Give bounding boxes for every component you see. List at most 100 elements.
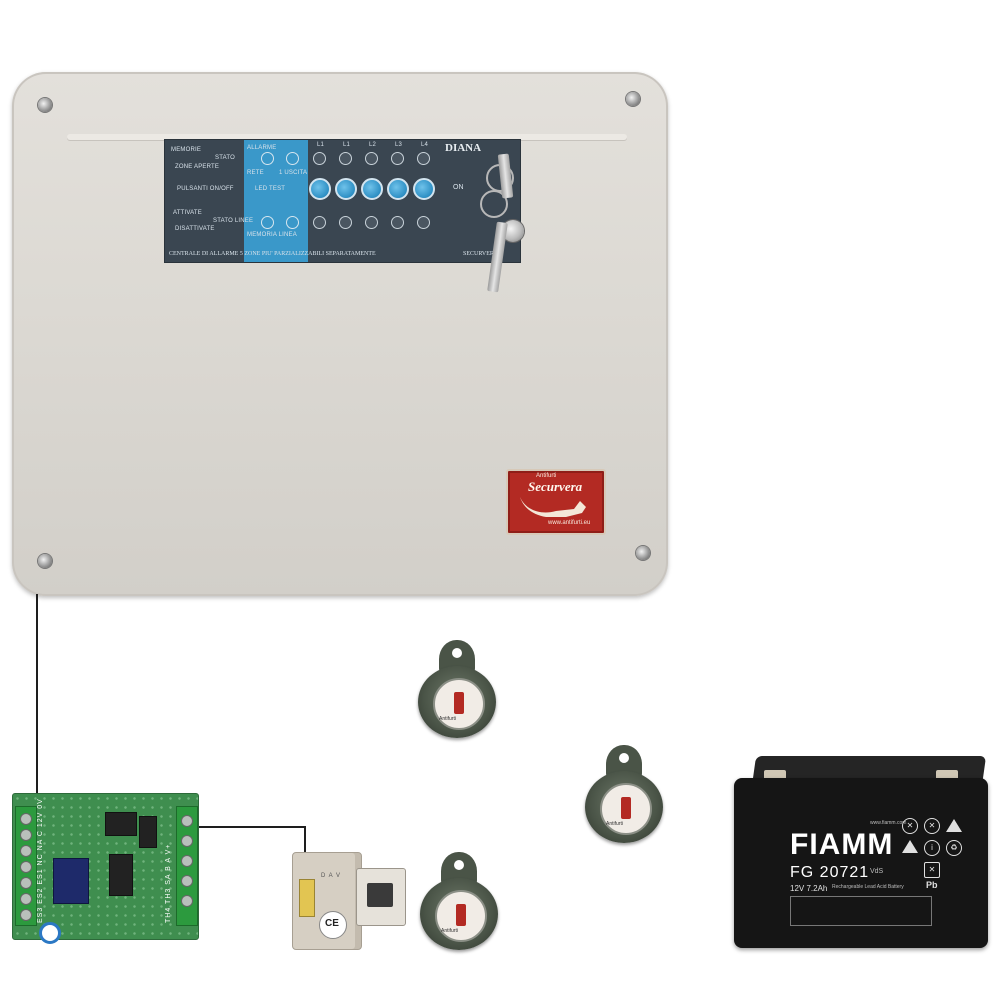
battery-subtitle: Rechargeable Lead Acid Battery	[832, 884, 904, 890]
right-terminal-label: TH4 TH3 SA B A V+	[165, 843, 172, 923]
terminal-screw-icon	[20, 861, 32, 873]
row-label-pulsanti: PULSANTI ON/OFF	[177, 186, 234, 192]
screw-icon	[38, 554, 52, 568]
battery-pb: Pb	[926, 880, 938, 890]
zone-button-4[interactable]	[387, 178, 409, 200]
fob-text: Antifurti	[606, 821, 623, 827]
row-label-memorie: MEMORIE	[171, 147, 202, 153]
zone-state-led-icon	[313, 216, 326, 229]
terminal-screw-icon	[20, 829, 32, 841]
zone-memory-led-icon	[339, 152, 352, 165]
brand-badge-logo: Antifurti Securvera www.antifurti.eu	[506, 469, 606, 535]
row-label-disattivate: DISATTIVATE	[175, 226, 215, 232]
fob-text: Antifurti	[441, 928, 458, 934]
acid-warning-icon	[902, 840, 918, 853]
right-terminal-block	[176, 806, 198, 926]
rfid-key-fob: Antifurti	[420, 852, 498, 950]
cable-panel-to-board	[36, 594, 38, 794]
screw-icon	[38, 98, 52, 112]
row-label-zone-aperte: ZONE APERTE	[175, 164, 220, 170]
zone-label: L3	[395, 142, 403, 148]
connector-pins-icon	[299, 879, 315, 917]
fob-sticker: Antifurti	[433, 678, 485, 730]
zone-label: L2	[369, 142, 377, 148]
led-memoria-icon	[261, 216, 274, 229]
zone-label: L1	[317, 142, 325, 148]
cable-board-to-module	[304, 826, 306, 854]
panel-model-name: DIANA	[445, 142, 482, 154]
badge-url: www.antifurti.eu	[548, 520, 591, 526]
module-jack-connector	[356, 868, 406, 926]
warning-icon	[946, 819, 962, 832]
terminal-screw-icon	[181, 855, 193, 867]
fob-hole-icon	[452, 648, 462, 658]
badge-small-text: Antifurti	[536, 473, 557, 479]
panel-bottom-description: CENTRALE DI ALLARME 5 ZONE PIU' PARZIALI…	[169, 251, 376, 257]
strip-label-allarme: ALLARME	[247, 145, 277, 151]
read-manual-icon: i	[924, 840, 940, 856]
ce-sticker: CE	[319, 911, 347, 939]
key-switch-lock-icon[interactable]	[502, 220, 524, 242]
zone-label: L4	[421, 142, 429, 148]
fob-logo-icon	[454, 692, 464, 714]
left-terminal-label: ES3 ES2 ES1 NC NA C 12V 0V	[37, 798, 44, 923]
terminal-screw-icon	[181, 895, 193, 907]
terminal-screw-icon	[20, 877, 32, 889]
chip-component-icon	[139, 816, 157, 848]
zone-state-led-icon	[391, 216, 404, 229]
rfid-key-fob: Antifurti	[585, 745, 663, 843]
row-label-attivate: ATTIVATE	[173, 210, 202, 216]
fob-sticker: Antifurti	[435, 890, 487, 942]
cable-board-to-module	[196, 826, 306, 828]
badge-brand-name: Securvera	[528, 479, 583, 494]
rj-port-icon	[367, 883, 393, 907]
led-allarme-icon	[261, 152, 274, 165]
led-linea-icon	[286, 216, 299, 229]
screw-icon	[626, 92, 640, 106]
panel-label-plate: MEMORIE ZONE APERTE STATO ALLARME RETE 1…	[164, 139, 521, 263]
terminal-screw-icon	[20, 845, 32, 857]
row-label-stato: STATO	[215, 155, 236, 161]
fob-hole-icon	[454, 860, 464, 870]
terminal-screw-icon	[20, 909, 32, 921]
battery-vds: VdS	[870, 868, 884, 875]
left-terminal-block	[15, 806, 37, 926]
zone-state-led-icon	[339, 216, 352, 229]
strip-label-memoria-linea: MEMORIA LINEA	[247, 232, 297, 238]
led-uscita-icon	[286, 152, 299, 165]
zone-button-3[interactable]	[361, 178, 383, 200]
on-label: ON	[453, 184, 464, 191]
terminal-screw-icon	[181, 875, 193, 887]
terminal-screw-icon	[181, 835, 193, 847]
panel-bottom-brand: SECURVERA	[463, 251, 499, 257]
fob-logo-icon	[621, 797, 631, 819]
panel-seam	[67, 134, 627, 140]
battery-spec: 12V 7.2Ah	[790, 884, 828, 893]
screw-icon	[636, 546, 650, 560]
no-tools-icon: ✕	[902, 818, 918, 834]
no-fire-icon: ✕	[924, 818, 940, 834]
chip-component-icon	[105, 812, 137, 836]
keyfob-reader-module: D A V CE	[292, 852, 362, 950]
chip-component-icon	[109, 854, 133, 896]
zone-button-1[interactable]	[309, 178, 331, 200]
zone-button-5[interactable]	[413, 178, 435, 200]
zone-label: L1	[343, 142, 351, 148]
zone-state-led-icon	[417, 216, 430, 229]
terminal-screw-icon	[20, 893, 32, 905]
battery-model: FG 20721	[790, 864, 870, 881]
row-label-led-test: LED TEST	[255, 186, 286, 192]
zone-memory-led-icon	[417, 152, 430, 165]
battery-web: www.fiamm.com	[870, 820, 907, 826]
badge-cat-logo-icon	[520, 497, 586, 517]
zone-state-led-icon	[365, 216, 378, 229]
blue-wire-ring-icon	[39, 922, 61, 944]
zone-button-2[interactable]	[335, 178, 357, 200]
rfid-key-fob: Antifurti	[418, 640, 496, 738]
terminal-screw-icon	[181, 815, 193, 827]
battery-spec-table	[790, 896, 932, 926]
battery-terminal-icon	[764, 770, 786, 780]
zone-memory-led-icon	[391, 152, 404, 165]
terminal-screw-icon	[20, 813, 32, 825]
strip-label-uscita: 1 USCITA	[279, 170, 308, 176]
